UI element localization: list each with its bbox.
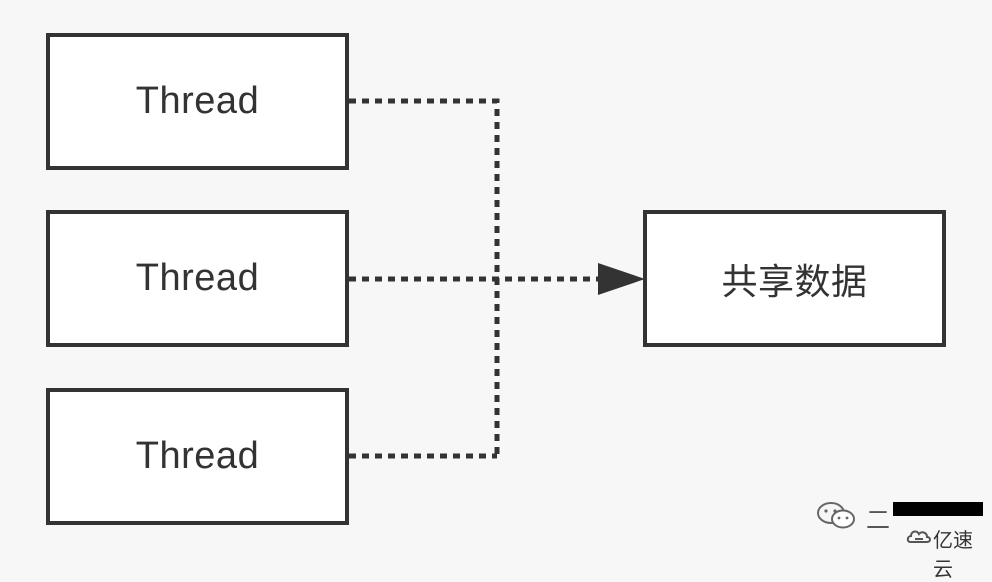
wechat-icon bbox=[817, 502, 855, 529]
thread-box-3: Thread bbox=[46, 388, 349, 525]
watermark-brand-text: 亿速云 bbox=[933, 528, 973, 581]
thread-label-1: Thread bbox=[135, 80, 260, 122]
thread-box-1: Thread bbox=[46, 33, 349, 170]
thread-label-3: Thread bbox=[135, 435, 260, 477]
shared-data-box: 共享数据 bbox=[643, 210, 946, 347]
edge-thread-1 bbox=[349, 98, 500, 456]
shared-data-label: 共享数据 bbox=[721, 261, 868, 303]
redaction-bar bbox=[893, 502, 983, 516]
arrowhead-icon bbox=[598, 263, 645, 295]
thread-label-2: Thread bbox=[135, 257, 260, 299]
thread-box-2: Thread bbox=[46, 210, 349, 347]
yisu-cloud-logo-icon bbox=[906, 530, 931, 543]
connector-lines bbox=[349, 98, 645, 459]
watermark-account-text: 二 bbox=[866, 507, 890, 534]
